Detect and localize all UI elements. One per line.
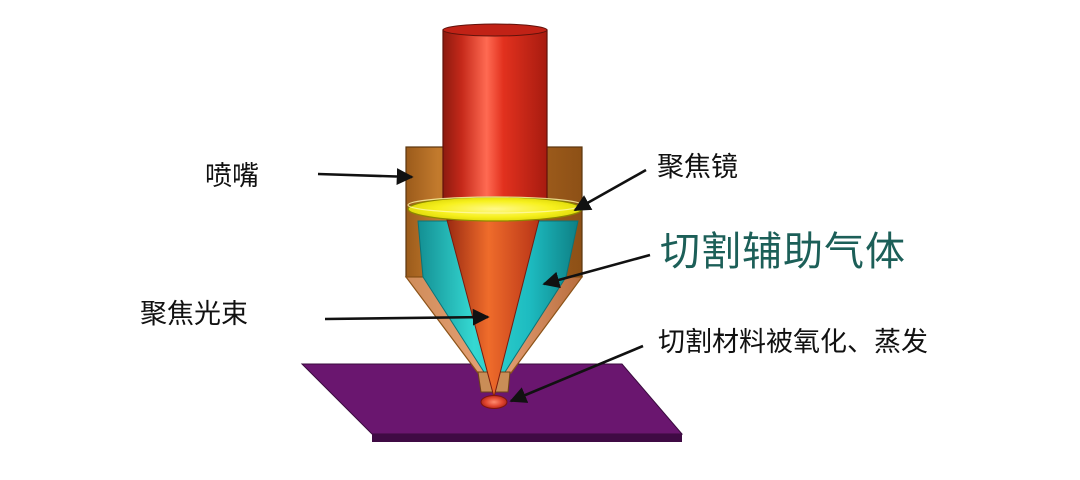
arrow-assist-gas	[542, 253, 651, 289]
label-focused-beam: 聚焦光束	[140, 299, 248, 330]
cut-spot	[480, 395, 508, 409]
arrow-material-oxidized	[509, 344, 644, 403]
laser-tube-top	[442, 23, 548, 37]
laser-tube-body	[442, 29, 548, 209]
arrow-focus-lens	[573, 168, 647, 212]
arrow-focused-beam	[324, 308, 490, 326]
workpiece-side-face	[372, 434, 682, 442]
focus-lens	[407, 196, 583, 222]
label-assist-gas: 切割辅助气体	[660, 229, 906, 275]
label-material-oxidized: 切割材料被氧化、蒸发	[658, 327, 928, 358]
pointer-arrows	[317, 168, 651, 403]
arrow-nozzle	[317, 168, 414, 185]
focus-lens-body	[407, 196, 583, 222]
label-focus-lens: 聚焦镜	[657, 152, 738, 183]
label-nozzle: 喷嘴	[205, 161, 259, 192]
laser-tube	[442, 23, 548, 209]
